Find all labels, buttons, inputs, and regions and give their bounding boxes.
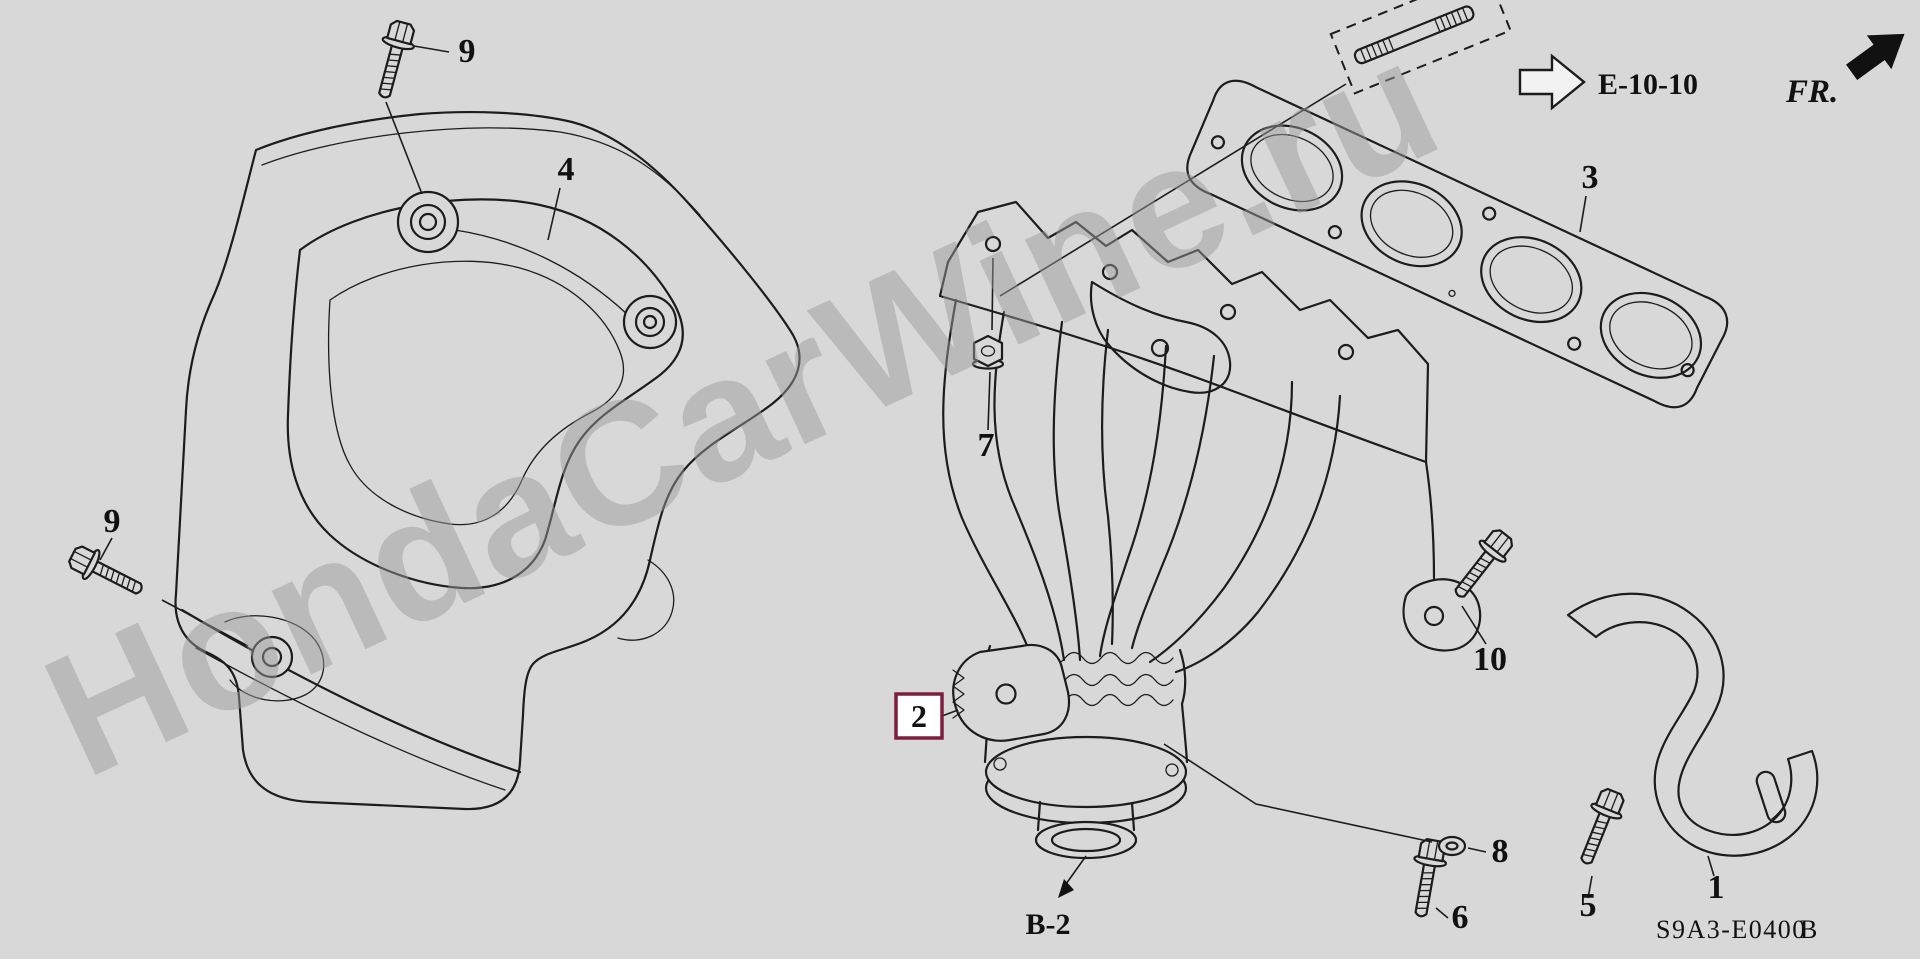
leader-9-left — [99, 537, 113, 561]
bolt-9-top-leader — [385, 101, 423, 195]
gasket-part-3 — [1186, 79, 1729, 409]
detail-ref-label: E-10-10 — [1598, 68, 1698, 101]
part-label-1: 1 — [1708, 869, 1725, 906]
bolt-part-9-top — [367, 17, 421, 103]
leader-3 — [1579, 195, 1587, 233]
leader-1 — [1707, 855, 1715, 877]
part-label-8: 8 — [1492, 833, 1509, 870]
fr-label: FR. — [1785, 74, 1838, 110]
leader-8 — [1467, 847, 1487, 853]
heat-shield-part-4 — [174, 110, 801, 811]
washer-part-8 — [1437, 835, 1467, 857]
leader-10 — [1461, 605, 1487, 645]
part-label-9-left: 9 — [104, 503, 121, 540]
part-label-10: 10 — [1473, 641, 1507, 678]
b2-arrow-line — [1065, 855, 1087, 885]
part-label-4: 4 — [558, 151, 575, 188]
washer-location-leader — [1163, 743, 1433, 843]
detail-ref-arrow-icon — [1518, 53, 1586, 111]
part-label-2: 2 — [911, 698, 927, 734]
stud-detail-box — [1329, 0, 1512, 95]
b2-arrowhead-icon — [1058, 879, 1074, 898]
part-label-7: 7 — [978, 427, 995, 464]
watermark-text: HondaCarWine.ru — [19, 1, 1467, 814]
bolt-part-5 — [1569, 784, 1631, 871]
leader-9-top — [413, 45, 450, 53]
drawing-code-suffix: B — [1800, 915, 1819, 944]
bolt-part-10 — [1444, 523, 1520, 607]
leader-4 — [547, 187, 561, 241]
leader-7 — [987, 371, 991, 431]
bolt-9-left-leader — [161, 599, 249, 647]
nut-part-7 — [971, 334, 1005, 370]
leader-5 — [1587, 875, 1593, 899]
part-label-3: 3 — [1582, 159, 1599, 196]
fr-arrow-icon — [1846, 33, 1905, 80]
b2-label: B-2 — [1026, 908, 1071, 941]
part-label-6: 6 — [1452, 899, 1469, 936]
exhaust-manifold-part-2 — [938, 200, 1482, 860]
bracket-part-1 — [1566, 592, 1819, 857]
leader-2 — [941, 709, 959, 717]
drawing-code: S9A3-E0400 — [1656, 915, 1807, 944]
leader-6 — [1435, 907, 1449, 919]
part-label-9-top: 9 — [459, 33, 476, 70]
stud-location-leader — [999, 83, 1347, 297]
part-label-2-box: 2 — [894, 692, 944, 740]
highlight-box — [894, 692, 944, 740]
nut-7-stud-leader — [991, 257, 994, 331]
part-label-5: 5 — [1580, 887, 1597, 924]
